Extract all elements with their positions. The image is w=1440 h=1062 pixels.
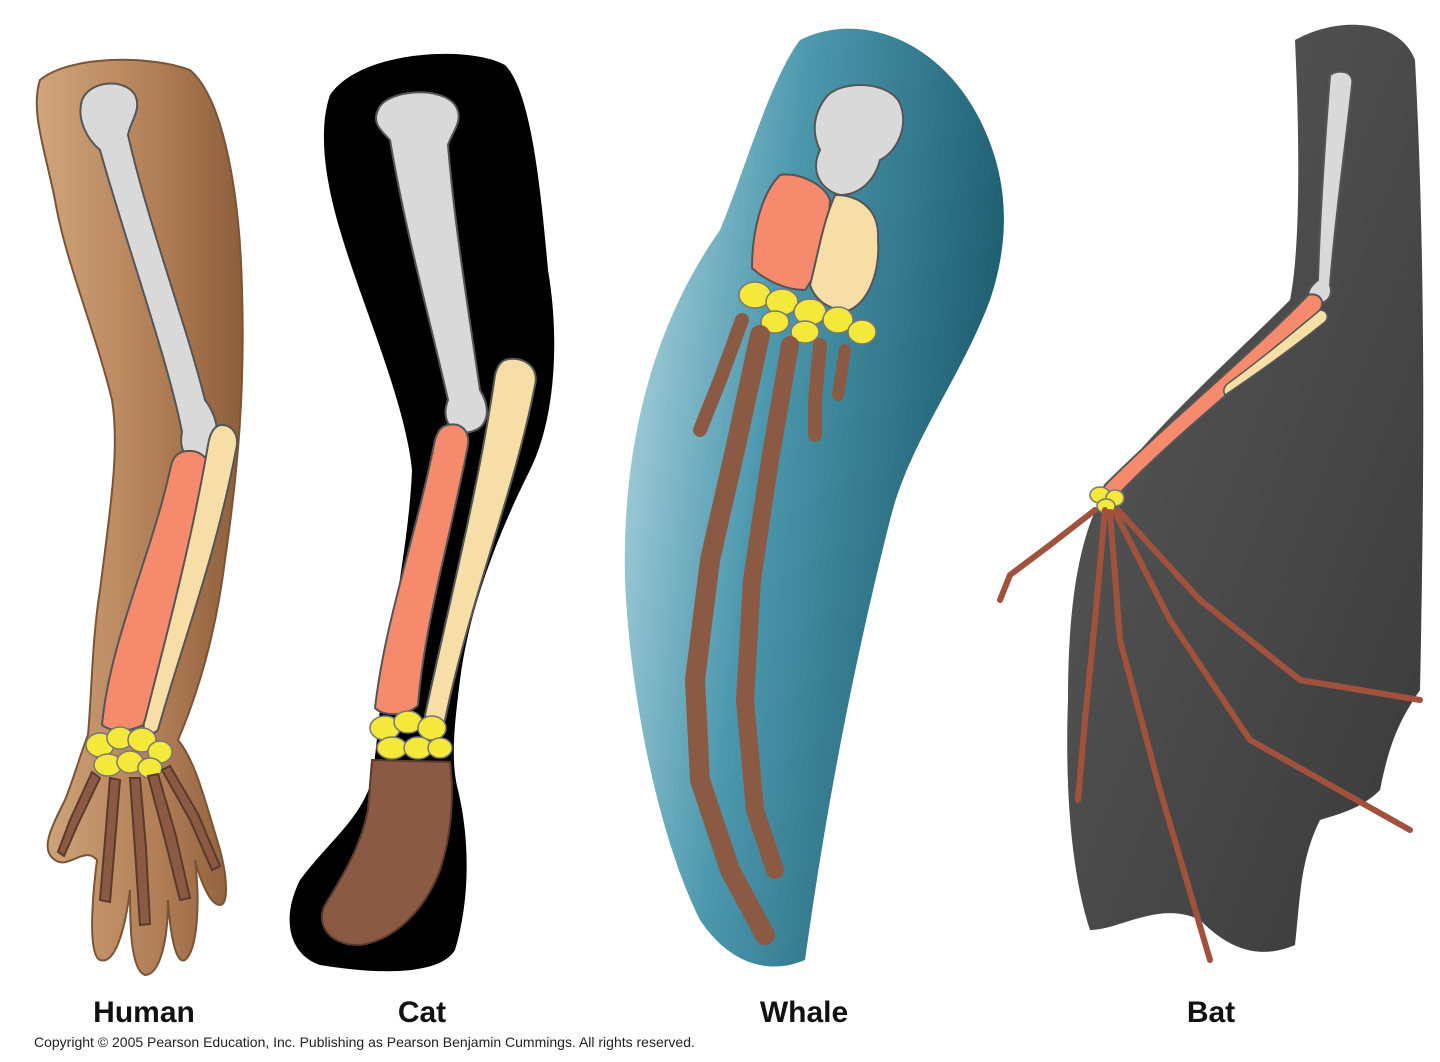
whale-flipper-skin <box>624 28 1004 967</box>
label-cat: Cat <box>397 996 447 1029</box>
bat-ulna <box>1223 309 1328 397</box>
cat-leg <box>289 53 555 972</box>
cat-humerus <box>374 91 488 434</box>
label-human: Human <box>93 996 195 1029</box>
copyright-notice: Copyright © 2005 Pearson Education, Inc.… <box>34 1034 695 1050</box>
cat-paw-bones <box>320 758 453 947</box>
bat-carpals <box>1089 486 1125 514</box>
bat-wing-membrane <box>1067 24 1424 952</box>
whale-humerus <box>813 84 905 197</box>
human-carpals <box>85 726 173 779</box>
whale-flipper <box>624 28 1004 967</box>
label-whale: Whale <box>759 996 849 1029</box>
bat-humerus <box>1307 70 1354 305</box>
bat-wing <box>997 24 1424 963</box>
human-digits <box>56 764 222 927</box>
whale-radius <box>750 173 832 292</box>
whale-digits <box>684 313 851 945</box>
whale-carpals <box>738 281 877 345</box>
whale-ulna <box>808 193 880 312</box>
cat-carpals <box>369 710 453 760</box>
human-arm <box>35 58 244 977</box>
label-bat: Bat <box>1186 996 1236 1029</box>
bat-digits <box>997 507 1423 963</box>
